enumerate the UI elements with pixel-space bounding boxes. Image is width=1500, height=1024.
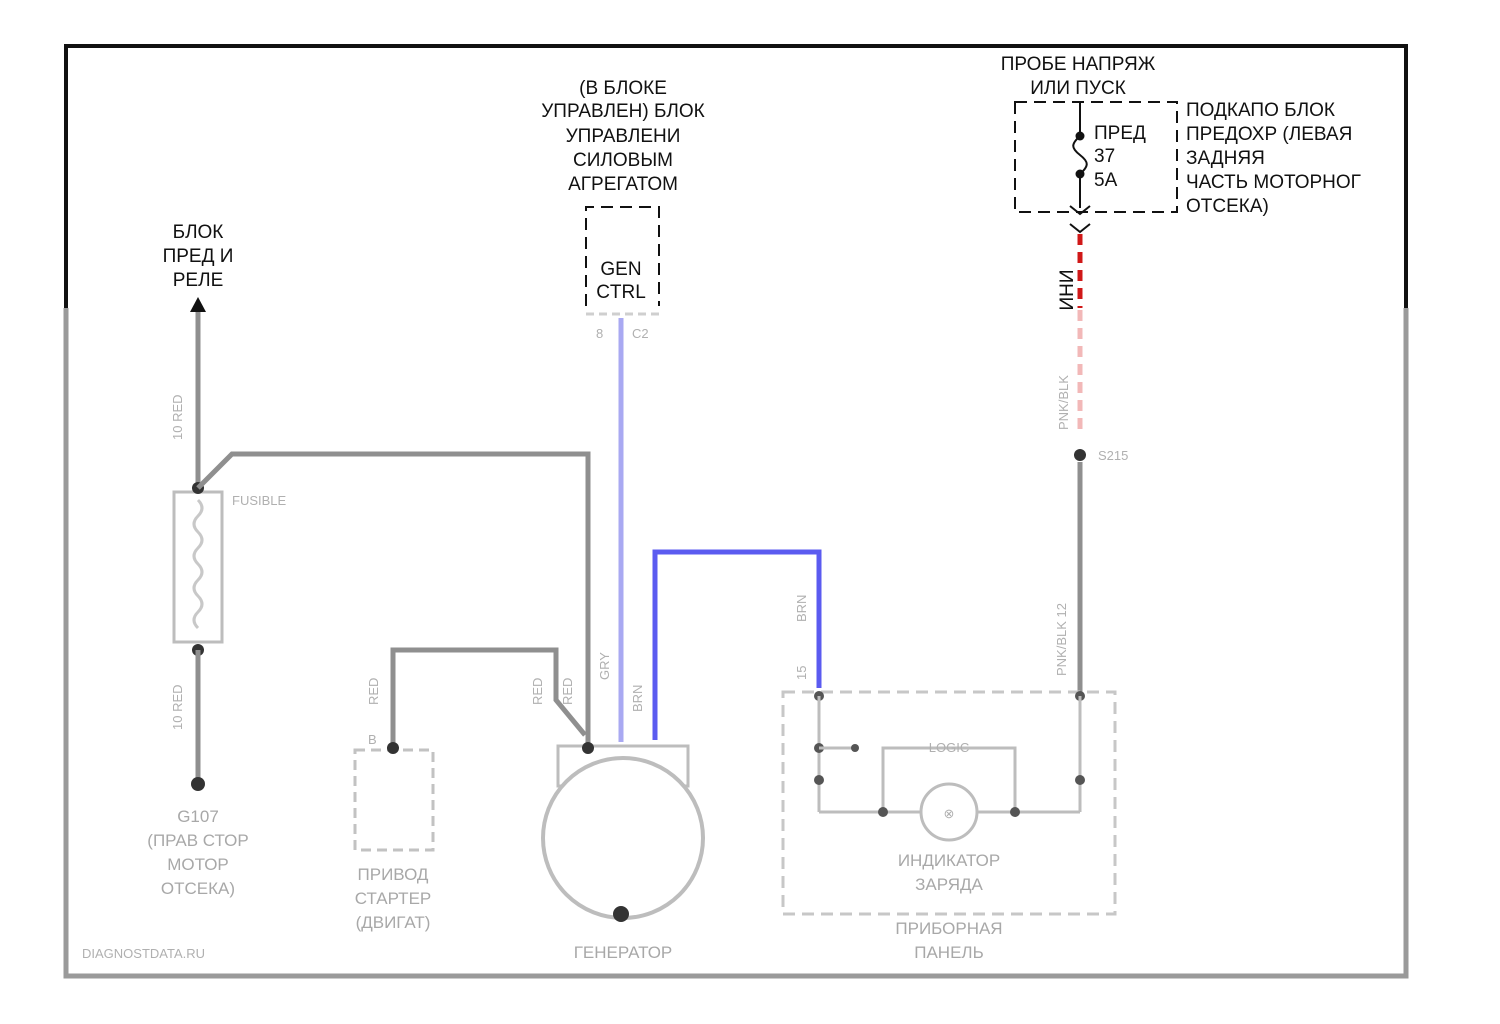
svg-text:FUSIBLE: FUSIBLE — [232, 493, 287, 508]
svg-text:ПРИВОД: ПРИВОД — [358, 865, 429, 884]
svg-text:ПАНЕЛЬ: ПАНЕЛЬ — [914, 943, 984, 962]
fuse-label-3: 5A — [1094, 170, 1118, 191]
svg-text:BRN: BRN — [630, 685, 645, 712]
svg-text:ИНДИКАТОР: ИНДИКАТОР — [898, 851, 1000, 870]
pcm-module: (В БЛОКЕ УПРАВЛЕН) БЛОК УПРАВЛЕНИ СИЛОВЫ… — [541, 78, 705, 341]
underhood-label-5: ОТСЕКА) — [1186, 196, 1269, 217]
instrument-cluster: LOGIC ⊗ ИНДИКАТОР ЗАРЯДА ПРИБОРНАЯ ПАНЕЛ… — [783, 691, 1115, 962]
generator: ГЕНЕРАТОР — [543, 742, 703, 962]
underhood-label-1: ПОДКАПО БЛОК — [1186, 100, 1335, 121]
pcm-label-2: УПРАВЛЕН) БЛОК — [541, 101, 705, 122]
pcm-label-3: УПРАВЛЕНИ — [566, 126, 681, 147]
svg-text:C2: C2 — [632, 326, 649, 341]
svg-text:RED: RED — [530, 678, 545, 705]
svg-text:RED: RED — [366, 678, 381, 705]
svg-text:ОТСЕКА): ОТСЕКА) — [161, 879, 235, 898]
pcm-label-4: СИЛОВЫМ — [573, 150, 673, 171]
pcm-label-1: (В БЛОКЕ — [579, 78, 667, 99]
fuse-relay-label-2: ПРЕД И — [163, 246, 234, 267]
svg-text:ПРИБОРНАЯ: ПРИБОРНАЯ — [895, 919, 1002, 938]
svg-text:СТАРТЕР: СТАРТЕР — [355, 889, 432, 908]
svg-text:LOGIC: LOGIC — [929, 740, 969, 755]
svg-text:PNK/BLK 12: PNK/BLK 12 — [1054, 603, 1069, 676]
svg-text:(ПРАВ СТОР: (ПРАВ СТОР — [147, 831, 248, 850]
gen-ctrl-label-1: GEN — [600, 259, 641, 280]
svg-text:10 RED: 10 RED — [170, 394, 185, 440]
underhood-fuse-block: ПРОБЕ НАПРЯЖ ИЛИ ПУСК ПРЕД 37 5A ПОДКАПО… — [1001, 54, 1361, 232]
underhood-label-4: ЧАСТЬ МОТОРНОГ — [1186, 172, 1361, 193]
arrow-up-icon — [190, 297, 206, 312]
fuse-label-1: ПРЕД — [1094, 123, 1146, 144]
wire-charge-indicator — [655, 552, 819, 740]
starter-motor: B ПРИВОД СТАРТЕР (ДВИГАТ) — [355, 732, 433, 932]
svg-text:⊗: ⊗ — [944, 806, 955, 821]
svg-text:8: 8 — [596, 326, 603, 341]
svg-text:10 RED: 10 RED — [170, 684, 185, 730]
underhood-label-2: ПРЕДОХР (ЛЕВАЯ — [1186, 124, 1352, 145]
svg-text:GRY: GRY — [597, 652, 612, 680]
svg-text:(ДВИГАТ): (ДВИГАТ) — [356, 913, 431, 932]
svg-text:ГЕНЕРАТОР: ГЕНЕРАТОР — [574, 943, 673, 962]
fuse-relay-label-3: РЕЛЕ — [173, 270, 224, 291]
pcm-label-5: АГРЕГАТОМ — [568, 174, 678, 195]
fuse-relay-label-1: БЛОК — [173, 222, 224, 243]
svg-text:RED: RED — [560, 678, 575, 705]
svg-text:BRN: BRN — [794, 595, 809, 622]
hot-in-run-label-2: ИЛИ ПУСК — [1030, 78, 1126, 99]
fuse-relay-feed: 10 RED FUSIBLE 10 RED G107 (ПРАВ СТОР МО… — [147, 297, 286, 898]
svg-text:DIAGNOSTDATA.RU: DIAGNOSTDATA.RU — [82, 946, 205, 961]
svg-text:G107: G107 — [177, 807, 219, 826]
svg-text:S215: S215 — [1098, 448, 1128, 463]
svg-text:15: 15 — [794, 666, 809, 680]
svg-text:МОТОР: МОТОР — [167, 855, 229, 874]
fuse-label-2: 37 — [1094, 146, 1115, 167]
gen-ctrl-label-2: CTRL — [596, 282, 646, 303]
hot-in-run-label-1: ПРОБЕ НАПРЯЖ — [1001, 54, 1156, 75]
svg-text:ЗАРЯДА: ЗАРЯДА — [915, 875, 983, 894]
frame-bottom — [66, 308, 1406, 976]
underhood-label-3: ЗАДНЯЯ — [1186, 148, 1265, 169]
wire-starter — [393, 650, 585, 748]
svg-text:PNK/BLK: PNK/BLK — [1056, 375, 1071, 430]
wire-code-label: ИНИ — [1057, 269, 1078, 310]
svg-text:B: B — [368, 732, 377, 747]
